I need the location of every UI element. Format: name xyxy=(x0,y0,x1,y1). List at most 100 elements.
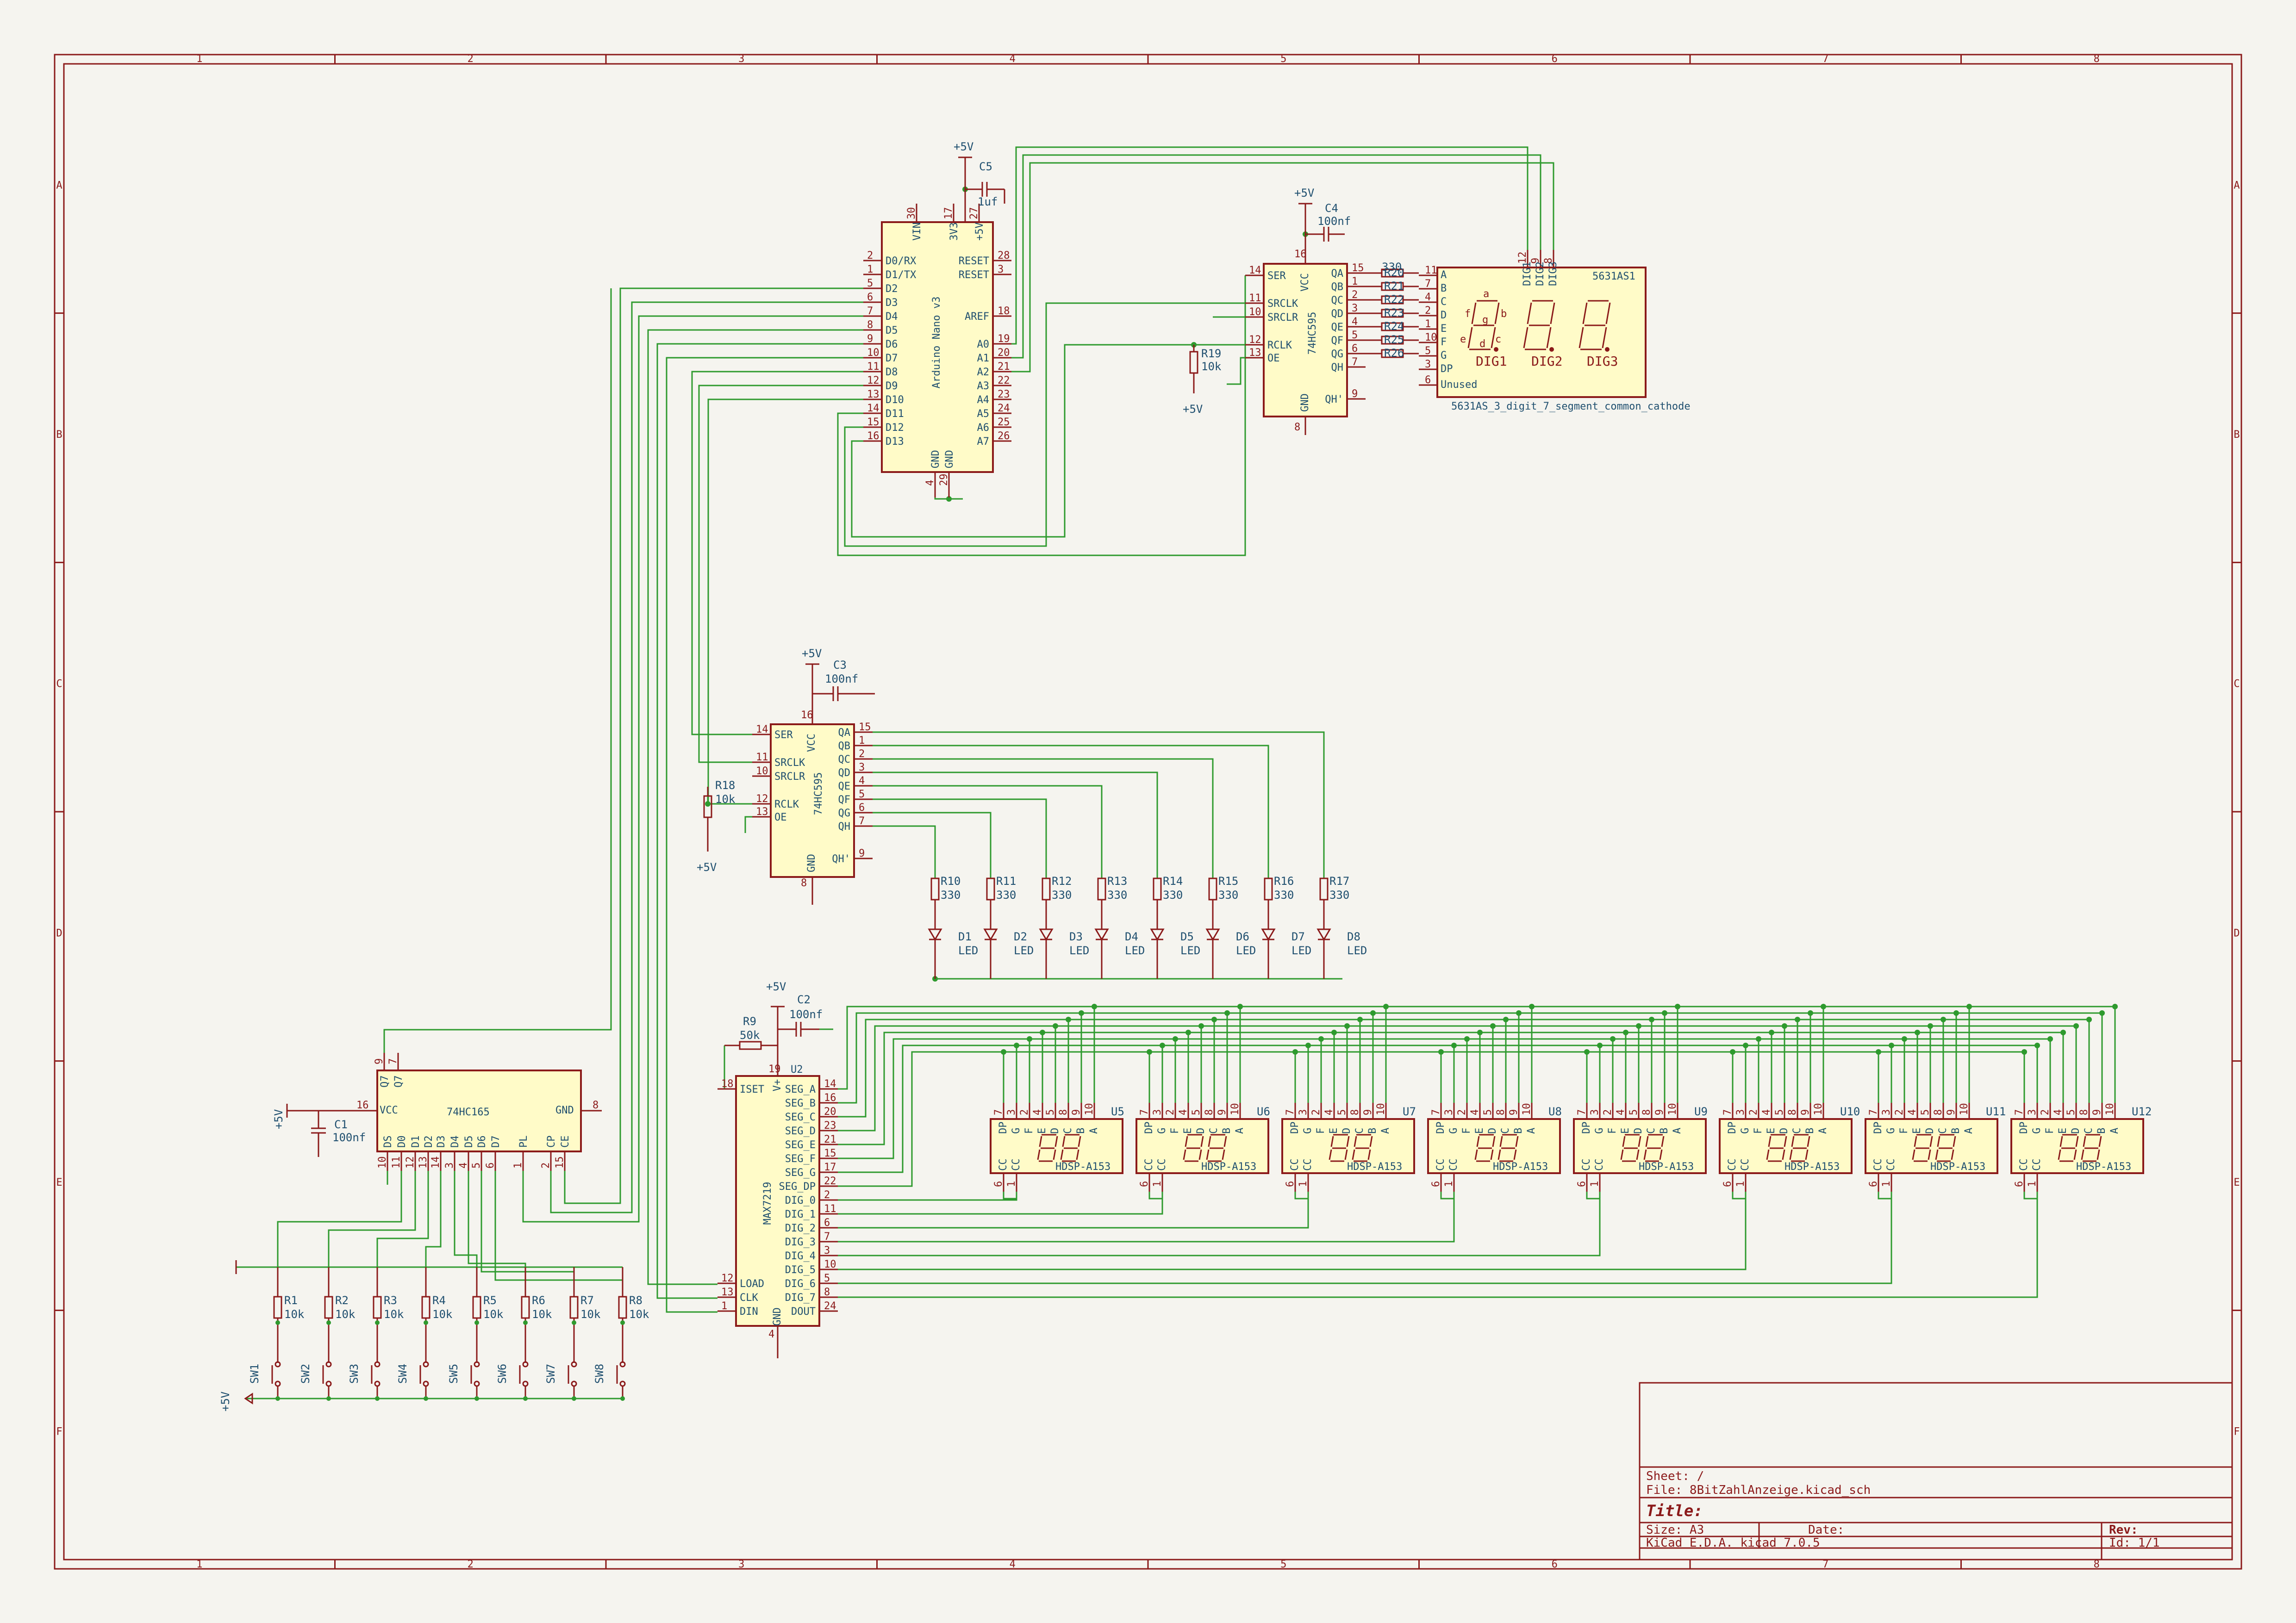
switch-contact xyxy=(374,1380,381,1387)
junction-dot xyxy=(523,1320,528,1325)
hdsp-bottom-pin-number: 6 xyxy=(1868,1181,1879,1187)
seg-resistor-ref: R23 xyxy=(1384,306,1404,319)
resistor-r19[interactable]: R19 10k +5V xyxy=(1183,345,1222,416)
disp-pin-number: 3 xyxy=(1425,359,1431,370)
arduino-bottom-pin-number: 29 xyxy=(938,474,950,486)
frame-col-label: 3 xyxy=(738,1559,744,1570)
pull-resistor-ref: R8 xyxy=(629,1294,643,1307)
sr-led-pin-name: QE xyxy=(838,781,851,792)
seg-resistor-ref: R20 xyxy=(1384,266,1404,279)
sr-in-bottom-pin-number: 6 xyxy=(485,1163,496,1169)
junction-dot xyxy=(474,1396,479,1401)
wire xyxy=(522,315,863,1223)
led-value: LED xyxy=(1347,944,1367,957)
arduino-pin-name: D0/RX xyxy=(886,255,917,267)
sr-top-name: 74HC595 xyxy=(1307,312,1318,355)
hdsp-top-pin-number: 3 xyxy=(1735,1109,1747,1115)
sr-in-bottom-pin-name: D4 xyxy=(449,1136,461,1148)
decimal-point xyxy=(1549,347,1554,352)
hdsp-top-pin-name: A xyxy=(1672,1128,1683,1134)
capacitor-c3[interactable]: C3 100nf xyxy=(812,659,875,701)
hdsp-top-pin-name: C xyxy=(1791,1128,1803,1134)
switch-contact xyxy=(619,1380,626,1387)
junction-dot xyxy=(424,1320,428,1325)
hdsp-top-pin-number: 7 xyxy=(1576,1109,1588,1115)
resistor-r18[interactable]: R18 10k +5V xyxy=(697,779,736,874)
max-pin-name: LOAD xyxy=(740,1278,764,1290)
capacitor-c2[interactable]: C2 100nf xyxy=(778,993,823,1037)
tb-sheet: Sheet: / xyxy=(1646,1469,1704,1483)
max-pin-number: 16 xyxy=(824,1092,836,1104)
seg-resistor-ref: R25 xyxy=(1384,333,1404,346)
max-pin-number: 10 xyxy=(824,1259,836,1270)
sr-led-pin-name: QH' xyxy=(832,853,850,865)
hdsp-top-pin-number: 7 xyxy=(1285,1109,1296,1115)
pull-resistor-value: 10k xyxy=(384,1308,404,1321)
capacitor-c4[interactable]: C4 100nf xyxy=(1305,202,1351,242)
hdsp-bottom-pin-number: 1 xyxy=(1881,1181,1892,1187)
arduino-pin-name: A3 xyxy=(977,380,990,392)
hdsp-top-pin-number: 10 xyxy=(1521,1103,1533,1116)
wire xyxy=(376,1171,429,1267)
hdsp-top-pin-number: 10 xyxy=(1084,1103,1095,1116)
hdsp-top-pin-number: 8 xyxy=(1349,1109,1361,1115)
arduino-pin-number: 22 xyxy=(998,375,1010,386)
sr-top-pin-number: 2 xyxy=(1352,289,1358,301)
max-pin-name: DIN xyxy=(740,1306,758,1318)
hdsp-bottom-pin-name: CC xyxy=(1302,1159,1314,1171)
hdsp-bottom-pin-number: 6 xyxy=(1285,1181,1296,1187)
power-label: +5V xyxy=(954,140,973,153)
frame-row-label: E xyxy=(56,1177,62,1188)
junction-dot xyxy=(1014,1043,1019,1048)
capacitor-c5[interactable]: C5 1uf xyxy=(965,160,1005,208)
switch-contact xyxy=(325,1361,332,1368)
tb-file: File: 8BitZahlAnzeige.kicad_sch xyxy=(1646,1483,1871,1497)
wire xyxy=(873,771,1158,878)
hdsp-top-pin-number: 8 xyxy=(2078,1109,2090,1115)
arduino-pin-name: D9 xyxy=(886,380,898,392)
sr-in-top-pin-number: 7 xyxy=(387,1058,399,1064)
power-label: +5V xyxy=(697,861,717,874)
hdsp-top-pin-number: 2 xyxy=(1894,1109,1905,1115)
sr-top-pin-name: RCLK xyxy=(1267,340,1292,351)
sr-in-bottom-pin-number: 13 xyxy=(418,1157,429,1169)
hdsp-top-pin-number: 9 xyxy=(2091,1109,2103,1115)
wire xyxy=(1011,154,1541,359)
led-resistor xyxy=(1153,877,1162,901)
segment-letter: d xyxy=(1479,338,1485,350)
junction-dot xyxy=(1344,1023,1350,1029)
hdsp-top-pin-number: 7 xyxy=(1139,1109,1150,1115)
max-pin-name: DIG_0 xyxy=(785,1195,816,1206)
junction-dot xyxy=(1902,1036,1907,1042)
sr-led-pin-number: 5 xyxy=(859,789,865,800)
hdsp-digit xyxy=(1935,1134,1956,1162)
capacitor-c1[interactable]: C1 100nf xyxy=(311,1111,366,1157)
hdsp-digit xyxy=(1912,1134,1933,1162)
hdsp-top-pin-name: D xyxy=(1487,1128,1498,1134)
junction-dot xyxy=(1597,1043,1603,1048)
led-resistor-ref: R12 xyxy=(1052,875,1072,888)
tb-tool: KiCad E.D.A. kicad 7.0.5 xyxy=(1646,1536,1820,1550)
wire xyxy=(425,1171,442,1267)
r18-value: 10k xyxy=(715,793,736,806)
wire xyxy=(838,1032,2063,1145)
display-5631as[interactable]: 5631AS1 5631AS_3_digit_7_segment_common_… xyxy=(1419,250,1691,412)
resistor-r9[interactable]: R9 50k xyxy=(724,1015,778,1050)
arduino-pin-name: A7 xyxy=(977,436,990,448)
arduino-pin-name: A0 xyxy=(977,339,990,350)
